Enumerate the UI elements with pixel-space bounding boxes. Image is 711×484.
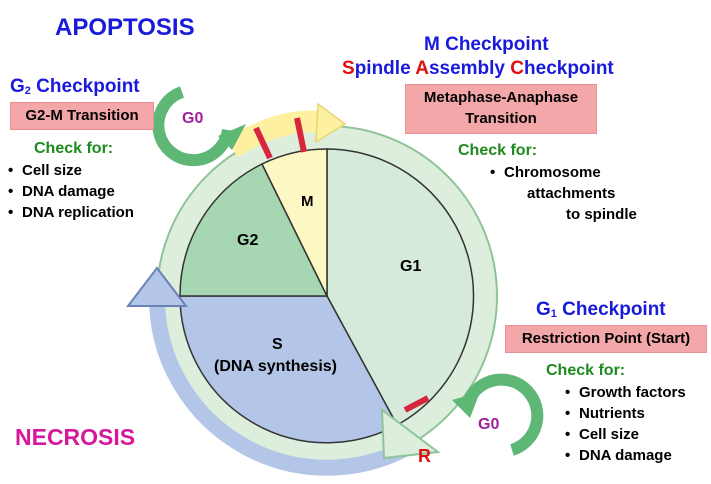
s-outer-band [148, 295, 425, 476]
m-wedge [260, 148, 328, 297]
necrosis-label: NECROSIS [15, 424, 136, 450]
m-phase-label: M [301, 193, 314, 210]
metaphase-anaphase-line1: Metaphase-Anaphase [423, 89, 579, 106]
g1-arrowhead [380, 407, 441, 460]
apoptosis-label: APOPTOSIS [55, 14, 195, 41]
g2-wedge [179, 162, 329, 297]
g2-checkpoint-bar [253, 126, 273, 160]
list-item: •Nutrients [565, 405, 645, 422]
g0-top-arrowhead [218, 124, 246, 150]
list-item: •Cell size [565, 426, 640, 443]
g0-top-label: G0 [182, 110, 204, 127]
g2-m-transition-box: G2-M Transition [10, 102, 154, 130]
g1-check-for: Check for: [546, 362, 626, 379]
s-phase-label: S [272, 336, 283, 353]
metaphase-anaphase-box: Metaphase-Anaphase Transition [405, 84, 597, 134]
g1-wedge [326, 148, 475, 427]
m-arrowhead [315, 102, 347, 144]
g0-bottom-loop [462, 373, 544, 456]
list-item: •Growth factors [565, 384, 686, 401]
list-item: •DNA damage [565, 447, 672, 464]
g1-checkpoint-bar [403, 395, 430, 413]
g1-checkpoint-title: G1 Checkpoint [536, 299, 666, 320]
m-check-item-line2: attachments [527, 185, 616, 202]
list-item: •Cell size [8, 162, 83, 179]
g0-top-loop [152, 86, 234, 167]
m-checkpoint-bar [294, 117, 307, 153]
g2-checkpoint-title: G2 Checkpoint [10, 76, 140, 97]
m-check-item: •Chromosome [490, 164, 601, 181]
restriction-point-r: R [418, 446, 431, 466]
s-wedge [179, 295, 399, 444]
metaphase-anaphase-line2: Transition [465, 110, 537, 127]
g2-phase-label: G2 [237, 232, 259, 249]
s-arrowhead [125, 266, 189, 307]
g0-bottom-label: G0 [478, 416, 500, 433]
m-checkpoint-title: M Checkpoint [424, 34, 549, 55]
m-check-for: Check for: [458, 142, 538, 159]
g1-check-list: •Growth factors •Nutrients •Cell size •D… [565, 382, 686, 466]
spindle-assembly-checkpoint: Spindle Assembly Checkpoint [342, 58, 614, 79]
list-item: •DNA replication [8, 204, 134, 221]
g2-check-list: •Cell size •DNA damage •DNA replication [8, 160, 134, 223]
m-arrow-band [226, 110, 322, 158]
g0-bottom-arrowhead [452, 392, 480, 418]
restriction-point-box: Restriction Point (Start) [505, 325, 707, 353]
g2-check-for: Check for: [34, 140, 114, 157]
list-item: •DNA damage [8, 183, 115, 200]
s-phase-sublabel: (DNA synthesis) [214, 358, 337, 375]
m-check-item-line3: to spindle [566, 206, 637, 223]
g1-phase-label: G1 [400, 258, 422, 275]
